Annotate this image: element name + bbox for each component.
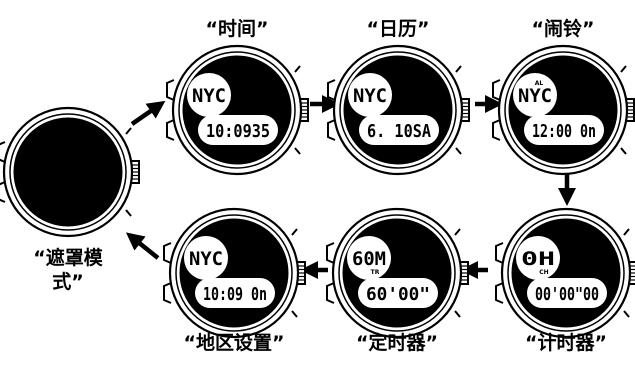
watch-button-left-lower (492, 119, 501, 141)
watch-lug (125, 127, 132, 135)
bottom-display-window (198, 115, 278, 145)
top-display-text: NYC (192, 85, 226, 107)
watch-button-left-upper (166, 79, 175, 101)
watch-button-left-lower (166, 119, 175, 141)
caption-mask: “遮罩模式” (33, 247, 103, 293)
arrow-mask-to-time (130, 100, 166, 126)
watch-button-left-lower (327, 119, 336, 141)
watch-button-left-upper (163, 242, 172, 264)
watch-lug (620, 65, 627, 73)
watch-zone: NYC 10:09 0n (163, 207, 306, 339)
bottom-display-window (195, 278, 275, 308)
top-display-window (347, 236, 391, 280)
watch-mask (0, 106, 140, 238)
watch-button-left-lower (0, 181, 6, 203)
watch-lug (454, 310, 461, 318)
watch-face (13, 117, 123, 227)
watch-button-left-upper (0, 141, 6, 163)
watch-lug (620, 147, 627, 155)
caption-countdown: “定时器” (356, 332, 438, 354)
bottom-display-window (527, 278, 607, 308)
watch-lug (623, 228, 630, 236)
top-display-text: NYC (353, 85, 387, 107)
top-display-text: 0H (521, 248, 555, 270)
watch-lug (455, 65, 462, 73)
watch-lug (291, 228, 298, 236)
watch-button-left-upper (327, 79, 336, 101)
flow-arrows (125, 95, 576, 279)
watch-lug (623, 310, 630, 318)
watch-button-left-upper (492, 79, 501, 101)
top-display-text: NYC (518, 85, 552, 107)
watch-button-left-lower (163, 282, 172, 304)
caption-calendar: “日历” (366, 18, 430, 40)
watch-time: NYC 10:0935 (166, 44, 309, 176)
watch-button-left-lower (326, 282, 335, 304)
top-display-window (187, 73, 231, 117)
bottom-display-text: 00'00"00 (535, 284, 599, 305)
top-display-window (184, 236, 228, 280)
bottom-display-text: 60'00" (366, 284, 430, 305)
bottom-display-window (524, 115, 604, 145)
top-display-mark: AL (535, 80, 544, 87)
bottom-display-text: 12:00 0n (532, 121, 596, 142)
bottom-display-text: 6. 10SA (367, 121, 431, 142)
bottom-display-window (358, 278, 438, 308)
watch-button-left-upper (326, 242, 335, 264)
top-display-window (513, 73, 557, 117)
top-display-mark: CH (539, 269, 548, 276)
top-display-mark: TR (371, 269, 380, 276)
watch-lug (294, 65, 301, 73)
bottom-display-text: 10:09 0n (203, 284, 267, 305)
watch-lug (125, 209, 132, 217)
caption-timer: “计时器” (525, 332, 607, 354)
watch-lug (294, 147, 301, 155)
top-display-text: NYC (189, 248, 223, 270)
caption-alarm: “闹铃” (531, 18, 595, 40)
watch-button-left-lower (495, 282, 504, 304)
bottom-display-text: 10:0935 (206, 121, 270, 142)
caption-time: “时间” (205, 18, 269, 40)
top-display-window (516, 236, 560, 280)
watch-calendar: NYC 6. 10SA (327, 44, 470, 176)
watch-lug (291, 310, 298, 318)
top-display-window (348, 73, 392, 117)
caption-zone: “地区设置” (183, 332, 285, 354)
arrow-zone-to-mask (125, 232, 160, 260)
watch-lug (454, 228, 461, 236)
watch-button-left-upper (495, 242, 504, 264)
watch-lug (455, 147, 462, 155)
top-display-text: 60M (352, 248, 386, 270)
bottom-display-window (359, 115, 439, 145)
